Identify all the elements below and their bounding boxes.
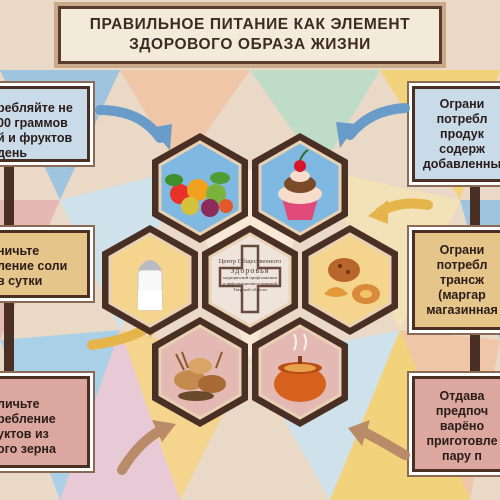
tip-text: приготовле	[426, 434, 498, 448]
arrow-head-icon	[368, 200, 388, 224]
tip-panel-salt: ничьте ление соли в сутки	[0, 230, 90, 298]
cross-logo-icon	[218, 244, 282, 314]
logo-line-3: медицинской профилактики	[222, 275, 278, 280]
hex-stew	[252, 317, 348, 427]
tip-text: трансж	[439, 273, 485, 287]
hex-pastry	[302, 225, 398, 335]
tip-panel-transfat: Ограни потребл трансж (маргар магазинная	[412, 230, 500, 330]
tip-text: варёно	[439, 419, 485, 433]
tip-text: ого зерна	[0, 442, 56, 456]
tip-text: ребляйте не	[0, 101, 73, 115]
tip-text: личьте	[0, 397, 40, 411]
tip-text: день	[0, 146, 28, 160]
tip-text: содерж	[439, 142, 485, 156]
pastry-icon	[324, 258, 380, 304]
right-post-top	[470, 180, 480, 230]
grain-bread-icon	[174, 351, 226, 401]
arrow-head-icon	[152, 420, 176, 442]
tip-text: й и фруктов	[0, 131, 73, 145]
arrow-brown-icon	[355, 425, 410, 460]
hex-fruits	[152, 133, 248, 243]
page-title: ПРАВИЛЬНОЕ ПИТАНИЕ КАК ЭЛЕМЕНТ ЗДОРОВОГО…	[58, 6, 442, 64]
tip-panel-sugar: Ограни потребл продук содерж добавленны	[412, 86, 500, 182]
arrow-blue-icon	[345, 103, 410, 140]
tip-text: в сутки	[0, 274, 43, 288]
tip-text: уктов из	[0, 427, 49, 441]
tip-panel-wholegrain: личьте ребление уктов из ого зерна	[0, 376, 90, 468]
tip-text: ребление	[0, 412, 56, 426]
hex-center-logo	[202, 225, 298, 335]
right-post-bottom	[470, 330, 480, 375]
arrow-head-icon	[348, 420, 370, 446]
tip-text: Ограни	[439, 97, 485, 111]
stew-pot-icon	[274, 333, 326, 402]
tip-text: ничьте	[0, 244, 40, 258]
tip-text: потребл	[436, 258, 488, 272]
tip-panel-fruits: ребляйте не 00 граммов й и фруктов день	[0, 86, 90, 162]
center-logo-text: Центр Общественного Здоровья медицинской…	[214, 258, 286, 293]
hex-grain	[152, 317, 248, 427]
hex-sweets	[252, 133, 348, 243]
tip-panel-cooking: Отдава предпоч варёно приготовле пару п	[412, 376, 500, 472]
arrow-blue-icon	[95, 105, 165, 143]
logo-line-5: Тверской области	[233, 287, 267, 292]
tip-text: ление соли	[0, 259, 68, 273]
tip-text: 00 граммов	[0, 116, 68, 130]
title-line-2: ЗДОРОВОГО ОБРАЗА ЖИЗНИ	[129, 36, 371, 53]
tip-text: продук	[440, 127, 484, 141]
left-post-top	[4, 160, 14, 230]
logo-line-4: и информационно-правовой	[223, 281, 277, 286]
tip-text: магазинная	[426, 303, 498, 317]
tip-text: Ограни	[439, 243, 485, 257]
logo-line-2: Здоровья	[230, 266, 270, 275]
cupcake-icon	[278, 149, 322, 220]
salt-shaker-icon	[137, 260, 163, 311]
tip-text: (маргар	[438, 288, 486, 302]
logo-line-1: Центр Общественного	[218, 258, 282, 265]
hex-salt	[102, 225, 198, 335]
tip-text: пару п	[442, 449, 482, 463]
arrow-head-icon	[336, 122, 357, 148]
tip-text: Отдава	[439, 389, 485, 403]
fruits-vegetables-icon	[165, 172, 233, 217]
tip-text: предпоч	[435, 404, 489, 418]
arrow-head-icon	[150, 124, 172, 150]
title-line-1: ПРАВИЛЬНОЕ ПИТАНИЕ КАК ЭЛЕМЕНТ	[89, 16, 411, 33]
left-post-bottom	[4, 298, 14, 378]
tip-text: потребл	[436, 112, 488, 126]
tip-text: добавленны	[422, 157, 500, 171]
